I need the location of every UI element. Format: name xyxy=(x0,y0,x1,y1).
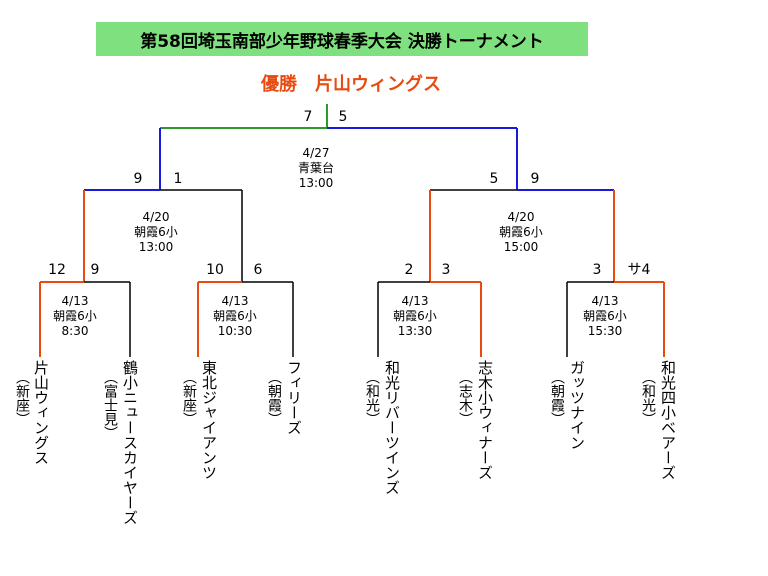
team-location: （新座） xyxy=(14,370,30,426)
semi2-date: 4/20 xyxy=(507,210,535,224)
r1g3-score-left: 2 xyxy=(404,262,414,278)
r1g2-venue: 朝霞6小 xyxy=(213,309,257,323)
semi2-info: 4/20 朝霞6小 15:00 xyxy=(476,210,566,255)
r1g4-date: 4/13 xyxy=(591,294,619,308)
r1g2-score-right: 6 xyxy=(253,262,263,278)
r1g1-info: 4/13 朝霞6小 8:30 xyxy=(30,294,120,339)
r1g2-info: 4/13 朝霞6小 10:30 xyxy=(190,294,280,339)
r1g1-score-left: 12 xyxy=(48,262,66,278)
team-name: 和光リバーツインズ xyxy=(383,360,401,495)
r1g3-venue: 朝霞6小 xyxy=(393,309,437,323)
semi2-time: 15:00 xyxy=(503,240,539,254)
final-info: 4/27 青葉台 13:00 xyxy=(271,146,361,191)
team-location: （朝霞） xyxy=(266,370,282,426)
champion-team: 片山ウィングス xyxy=(315,74,441,95)
r1g1-date: 4/13 xyxy=(61,294,89,308)
r1g2-time: 10:30 xyxy=(217,324,253,338)
r1g4-time: 15:30 xyxy=(587,324,623,338)
semi1-score-left: 9 xyxy=(133,171,143,187)
r1g1-venue: 朝霞6小 xyxy=(53,309,97,323)
r1g1-score-right: 9 xyxy=(90,262,100,278)
semi2-venue: 朝霞6小 xyxy=(499,225,543,239)
r1g3-time: 13:30 xyxy=(397,324,433,338)
r1g3-date: 4/13 xyxy=(401,294,429,308)
semi1-time: 13:00 xyxy=(138,240,174,254)
r1g2-score-left: 10 xyxy=(206,262,224,278)
r1g4-venue: 朝霞6小 xyxy=(583,309,627,323)
team-location: （和光） xyxy=(640,370,656,426)
team-name: 片山ウィングス xyxy=(32,360,50,465)
final-score-left: 7 xyxy=(303,109,313,125)
semi1-date: 4/20 xyxy=(142,210,170,224)
semi1-info: 4/20 朝霞6小 13:00 xyxy=(111,210,201,255)
r1g3-info: 4/13 朝霞6小 13:30 xyxy=(370,294,460,339)
team-location: （新座） xyxy=(181,370,197,426)
team-location: （富士見） xyxy=(102,370,118,440)
team-name: 和光四小ベアーズ xyxy=(659,360,677,480)
team-location: （和光） xyxy=(364,370,380,426)
team-name: 志木小ウィナーズ xyxy=(476,360,494,480)
final-date: 4/27 xyxy=(302,146,330,160)
page-title: 第58回埼玉南部少年野球春季大会 決勝トーナメント xyxy=(96,22,588,56)
team-location: （朝霞） xyxy=(549,370,565,426)
final-time: 13:00 xyxy=(298,176,334,190)
final-score-right: 5 xyxy=(338,109,348,125)
r1g4-info: 4/13 朝霞6小 15:30 xyxy=(560,294,650,339)
team-location: （志木） xyxy=(457,370,473,426)
champion-banner: 優勝片山ウィングス xyxy=(236,70,466,96)
champion-label: 優勝 xyxy=(261,74,297,95)
team-name: フィリーズ xyxy=(285,360,303,435)
semi2-score-right: 9 xyxy=(530,171,540,187)
final-venue: 青葉台 xyxy=(297,161,334,175)
team-name: ガッツナイン xyxy=(568,360,586,450)
r1g3-score-right: 3 xyxy=(441,262,451,278)
r1g4-score-left: 3 xyxy=(592,262,602,278)
r1g2-date: 4/13 xyxy=(221,294,249,308)
r1g4-score-right: サ4 xyxy=(627,262,651,278)
r1g1-time: 8:30 xyxy=(61,324,89,338)
team-name: 東北ジャイアンツ xyxy=(200,360,218,480)
semi2-score-left: 5 xyxy=(489,171,499,187)
semi1-venue: 朝霞6小 xyxy=(134,225,178,239)
team-name: 鶴小ニュースカイヤーズ xyxy=(121,360,139,525)
semi1-score-right: 1 xyxy=(173,171,183,187)
